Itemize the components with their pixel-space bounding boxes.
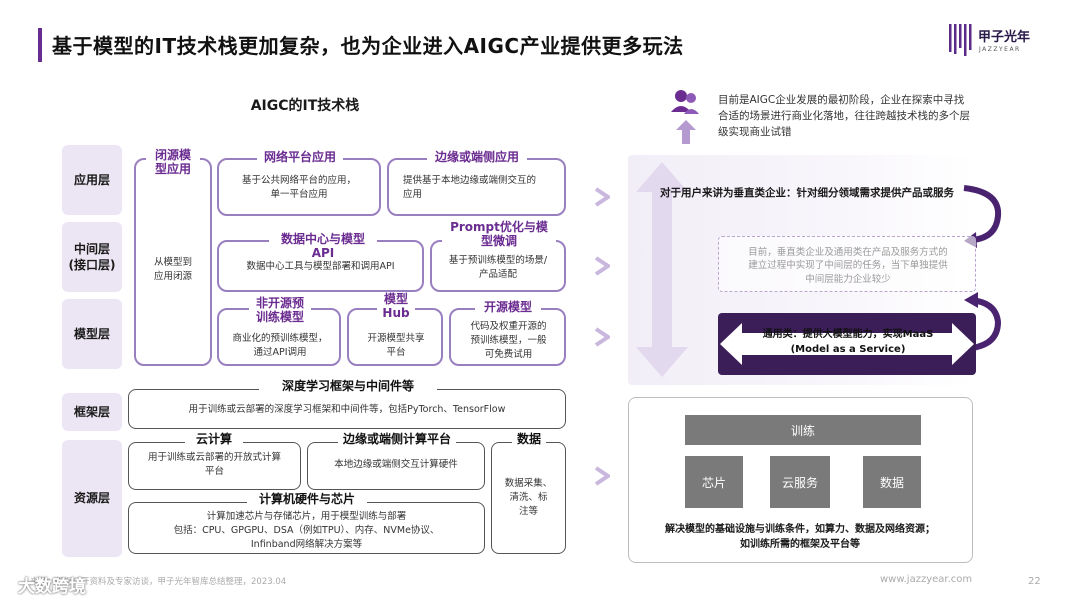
double-arrow-vertical-icon — [636, 162, 688, 377]
page-number: 22 — [1028, 576, 1041, 587]
prompt-desc: 基于预训练模型的场景/ 产品适配 — [448, 255, 548, 280]
model-hub-desc: 开源模型共享 平台 — [367, 333, 425, 358]
layer-framework: 框架层 — [62, 393, 122, 431]
edge-app-box: 边缘或端侧应用 提供基于本地边缘或端侧交互的 应用 — [387, 150, 566, 216]
curved-arrow-up-icon — [964, 292, 1002, 351]
middle-note: 目前，垂直类企业及通用类在产品及服务方式的 建立过程中实现了中间层的任务，当下单… — [748, 247, 948, 285]
logo-subtext: JAZZYEAR — [979, 46, 1021, 53]
data-block: 数据 — [863, 456, 921, 508]
open-model-box: 开源模型 代码及权重开源的 预训练模型，一般 可免费试用 — [449, 300, 566, 366]
edge-compute-box: 边缘或端侧计算平台 本地边缘或端侧交互计算硬件 — [307, 432, 485, 490]
framework-box: 深度学习框架与中间件等 用于训练或云部署的深度学习框架和中间件等，包括PyTor… — [128, 379, 566, 429]
layer-resource: 资源层 — [62, 440, 122, 557]
train-block: 训练 — [685, 415, 921, 445]
arrow-right-icon — [594, 256, 610, 276]
watermark: 大数跨境 — [18, 577, 86, 597]
hardware-title: 计算机硬件与芯片 — [247, 492, 367, 507]
stack-title: AIGC的IT技术栈 — [250, 98, 360, 114]
framework-desc: 用于训练或云部署的深度学习框架和中间件等，包括PyTorch、TensorFlo… — [188, 404, 506, 415]
title-accent-bar — [38, 28, 42, 62]
prompt-box: Prompt优化与模 型微调 基于预训练模型的场景/ 产品适配 — [430, 220, 566, 292]
middle-note-box — [718, 236, 976, 292]
logo-text: 甲子光年 — [978, 30, 1031, 45]
network-app-title: 网络平台应用 — [257, 150, 343, 165]
network-app-desc: 基于公共网络平台的应用， 单一平台应用 — [241, 175, 356, 200]
dc-api-box: 数据中心与模型API 数据中心工具与模型部署和调用API — [217, 232, 424, 292]
edge-compute-title: 边缘或端侧计算平台 — [338, 432, 456, 447]
data-desc: 数据采集、 清洗、标 注等 — [504, 478, 553, 517]
model-hub-box: 模型 Hub 开源模型共享 平台 — [347, 292, 443, 366]
data-title: 数据 — [512, 432, 546, 447]
layer-application: 应用层 — [62, 145, 122, 215]
page-title: 基于模型的IT技术栈更加复杂，也为企业进入AIGC产业提供更多玩法 — [52, 34, 684, 58]
arrow-right-icon — [594, 187, 610, 207]
edge-compute-desc: 本地边缘或端侧交互计算硬件 — [334, 459, 458, 470]
dc-api-desc: 数据中心工具与模型部署和调用API — [246, 261, 395, 272]
chip-block: 芯片 — [685, 456, 743, 508]
dc-api-title: 数据中心与模型API — [269, 232, 377, 261]
closed-model-app-title: 闭源模 型应用 — [146, 148, 200, 177]
cloud-service-block: 云服务 — [770, 456, 830, 508]
layer-model: 模型层 — [62, 299, 122, 369]
cloud-desc: 用于训练或云部署的开放式计算 平台 — [147, 452, 281, 477]
logo-bars-icon — [949, 24, 972, 56]
source-note: 来源：根据公开资料及专家访谈，甲子光年智库总结整理，2023.04 — [30, 577, 287, 587]
closed-pretrain-box: 非开源预 训练模型 商业化的预训练模型， 通过API调用 — [217, 296, 341, 366]
closed-model-app-desc: 从模型到 应用闭源 — [153, 257, 192, 282]
hardware-box: 计算机硬件与芯片 计算加速芯片与存储芯片，用于模型训练与部署 包括：CPU、GP… — [128, 492, 485, 554]
network-app-box: 网络平台应用 基于公共网络平台的应用， 单一平台应用 — [217, 150, 381, 216]
prompt-title: Prompt优化与模 型微调 — [442, 220, 556, 249]
cloud-box: 云计算 用于训练或云部署的开放式计算 平台 — [128, 432, 301, 490]
hardware-desc: 计算加速芯片与存储芯片，用于模型训练与部署 包括：CPU、GPGPU、DSA（例… — [173, 511, 440, 550]
vertical-enterprise-text: 对于用户来讲为垂直类企业：针对细分领域需求提供产品或服务 — [660, 187, 954, 199]
brand-logo: 甲子光年 JAZZYEAR — [948, 22, 1048, 64]
edge-app-desc: 提供基于本地边缘或端侧交互的 应用 — [403, 175, 537, 200]
framework-title: 深度学习框架与中间件等 — [259, 379, 437, 394]
model-hub-title: 模型 Hub — [377, 292, 415, 321]
closed-pretrain-desc: 商业化的预训练模型， 通过API调用 — [232, 333, 328, 358]
stage-note: 目前是AIGC企业发展的最初阶段，企业在探索中寻找 合适的场景进行商业化落地，往… — [718, 94, 970, 138]
arrow-right-icon — [594, 327, 610, 347]
open-model-title: 开源模型 — [475, 300, 541, 315]
double-arrow-horizontal-icon — [720, 323, 974, 365]
arrow-right-icon — [594, 466, 610, 486]
footer-url: www.jazzyear.com — [880, 574, 973, 585]
maas-text: 通用类：提供大模型能力，实现MaaS (Model as a Service) — [762, 329, 934, 355]
closed-model-app-box: 闭源模 型应用 从模型到 应用闭源 — [134, 148, 212, 366]
layer-middle: 中间层 (接口层) — [62, 222, 122, 292]
data-box: 数据 数据采集、 清洗、标 注等 — [491, 432, 566, 554]
closed-pretrain-title: 非开源预 训练模型 — [249, 296, 311, 325]
edge-app-title: 边缘或端侧应用 — [427, 150, 527, 165]
open-model-desc: 代码及权重开源的 预训练模型，一般 可免费试用 — [470, 321, 547, 360]
users-icon — [671, 90, 699, 144]
infra-caption: 解决模型的基础设施与训练条件，如算力、数据及网络资源； 如训练所需的框架及平台等 — [665, 524, 935, 550]
cloud-title: 云计算 — [185, 432, 243, 447]
